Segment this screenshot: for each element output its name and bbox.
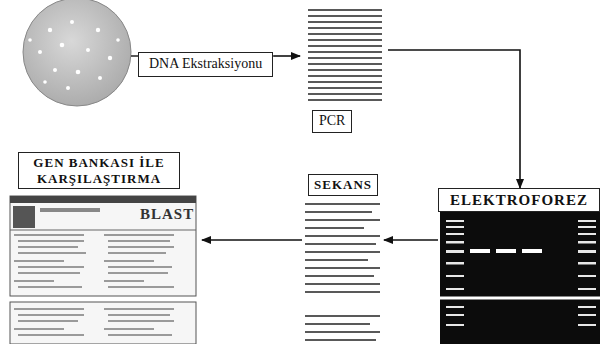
screenshot-rule — [10, 230, 196, 231]
flow-arrow — [388, 50, 520, 188]
screenshot-bar — [10, 196, 196, 203]
step-label: ELEKTROFOREZ — [438, 188, 600, 212]
process-step: PCR — [300, 6, 388, 138]
screenshot — [10, 196, 196, 296]
step-label: GEN BANKASI İLE KARŞILAŞTIRMA — [18, 152, 180, 189]
process-step: SEKANS — [302, 172, 384, 344]
step-label: PCR — [312, 110, 352, 133]
screenshot-logo — [13, 206, 35, 228]
screen-title: BLAST — [140, 206, 194, 223]
arrow-line — [131, 55, 138, 57]
step-label: DNA Ekstraksiyonu — [138, 52, 273, 77]
step-label: SEKANS — [308, 174, 378, 196]
gel-bands — [446, 220, 596, 326]
sequence-lines — [305, 204, 380, 340]
screenshot-text — [14, 234, 174, 288]
process-step: ELEKTROFOREZ — [438, 188, 600, 344]
colonies — [28, 20, 120, 90]
flow-arrow — [273, 55, 300, 57]
flow-arrow — [202, 239, 302, 241]
process-step: GEN BANKASI İLE KARŞILAŞTIRMA — [8, 150, 202, 344]
screenshot-header — [40, 208, 100, 212]
screenshot — [10, 302, 196, 344]
screenshot-text — [14, 308, 174, 336]
process-step: DNA Ekstraksiyonu — [138, 52, 273, 77]
petri-dish — [23, 0, 131, 106]
gel-separator — [440, 297, 600, 300]
pcr-lines — [308, 10, 382, 100]
flow-arrow — [384, 239, 438, 241]
gel-image — [440, 212, 600, 344]
